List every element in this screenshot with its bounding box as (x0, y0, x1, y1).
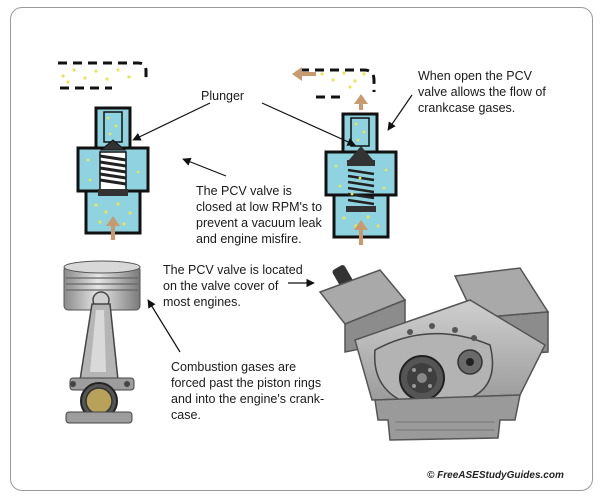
valve-location-note: The PCV valve is located on the valve co… (163, 263, 303, 309)
copyright-notice: © FreeASEStudyGuides.com (427, 470, 564, 481)
pcv-valve-open (292, 67, 398, 245)
diagram-frame (10, 7, 593, 491)
closed-valve-note: The PCV valve is closed at low RPM's to … (196, 184, 323, 246)
combustion-gases-note: Combustion gases are forced past the pis… (171, 360, 325, 422)
plunger-label: Plunger (201, 89, 245, 103)
open-valve-note: When open the PCV valve allows the flow … (418, 69, 546, 115)
pointer-arrows (132, 94, 413, 353)
engine-block (318, 265, 550, 441)
piston-and-connecting-rod (63, 260, 141, 424)
pcv-valve-closed (58, 61, 150, 240)
